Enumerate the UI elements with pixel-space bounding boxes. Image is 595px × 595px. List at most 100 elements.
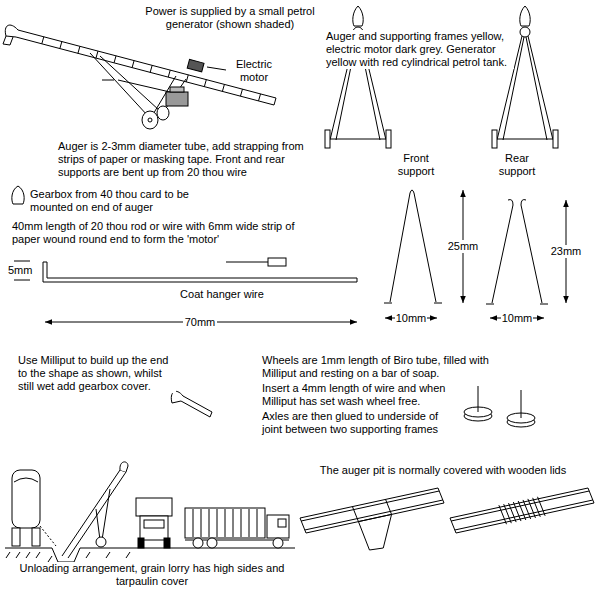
unloading-scene xyxy=(40,526,56,546)
coat-hanger-wire xyxy=(43,262,357,282)
side-plank xyxy=(201,509,202,537)
side-plank xyxy=(209,509,210,537)
auger-end-view xyxy=(325,6,391,148)
unloading-scene xyxy=(5,548,295,562)
rail-end xyxy=(300,518,306,533)
unloading-scene xyxy=(14,478,38,482)
motor-rod xyxy=(226,262,268,263)
wheel-drawing xyxy=(478,386,479,412)
strapping xyxy=(96,51,98,58)
front-support xyxy=(384,190,442,303)
side-plank xyxy=(225,509,226,537)
dimension-label: 25mm xyxy=(447,240,479,253)
note-text: Auger is 2-3mm diameter tube, add strapp… xyxy=(58,140,322,179)
side-plank xyxy=(257,509,258,537)
dimension-label: 10mm xyxy=(501,312,533,325)
auger-side-view xyxy=(90,53,186,116)
electric-motor xyxy=(187,59,204,72)
part-label: Electric motor xyxy=(226,58,282,84)
pit-trough xyxy=(352,499,391,550)
strapping xyxy=(204,80,206,87)
milliput-end-icon xyxy=(171,391,212,417)
rail-end xyxy=(438,488,444,503)
unloading-scene xyxy=(138,538,144,548)
pit-edge xyxy=(358,514,391,521)
ground-line xyxy=(102,80,114,81)
gearbox-end xyxy=(520,6,530,26)
auger-end-view xyxy=(325,6,558,148)
strapping xyxy=(60,42,62,49)
axle xyxy=(331,139,385,140)
auger-side-view xyxy=(148,118,152,122)
leader-line xyxy=(207,67,226,70)
strapping xyxy=(78,46,80,53)
dimension-label: 70mm xyxy=(183,316,217,329)
pit-rail xyxy=(455,500,593,530)
side-plank xyxy=(241,509,242,537)
strapping xyxy=(42,37,44,44)
note-text: Use Milliput to build up the end to the … xyxy=(18,354,176,393)
rail-end xyxy=(450,518,456,533)
strapping xyxy=(240,89,242,96)
grain-lorry-rear xyxy=(12,470,40,528)
note-text: 40mm length of 20 thou rod or wire with … xyxy=(12,220,307,246)
milliput-end-icon xyxy=(171,391,183,403)
side-plank xyxy=(193,509,194,537)
auger-side-view xyxy=(157,106,169,120)
unloading-scene xyxy=(140,516,168,540)
unloading-scene xyxy=(5,462,295,562)
pit-rail xyxy=(306,503,444,533)
gearbox-icon xyxy=(12,186,24,204)
rail-end xyxy=(588,488,594,503)
pit-rail xyxy=(305,500,443,530)
note-text: Wheels are 1mm length of Biro tube, fill… xyxy=(262,354,524,380)
petrol-tank xyxy=(170,87,184,92)
wooden-lid xyxy=(538,497,546,516)
strapping xyxy=(186,75,188,82)
side-plank xyxy=(249,509,250,537)
strapping xyxy=(222,84,224,91)
lorry-side xyxy=(185,508,265,538)
note-text: Insert a 4mm length of wire and when Mil… xyxy=(262,382,454,408)
wheel xyxy=(325,130,330,148)
wheel-drawing xyxy=(464,386,535,427)
caption-text: The auger pit is normally covered with w… xyxy=(295,464,591,477)
note-text: Gearbox from 40 thou card to be mounted … xyxy=(30,188,210,214)
unloading-scene xyxy=(96,537,106,547)
wheel xyxy=(142,111,158,129)
note-text: Power is supplied by a small petrol gene… xyxy=(135,5,325,31)
unloading-scene xyxy=(120,462,128,472)
strapping xyxy=(132,61,134,68)
auger-end-view xyxy=(492,6,558,148)
motor-rod xyxy=(268,258,286,266)
axle xyxy=(498,139,552,140)
auger-pit-drawing xyxy=(300,488,594,550)
side-plank xyxy=(233,509,234,537)
unloading-scene xyxy=(207,538,217,548)
motor-rod xyxy=(226,258,286,266)
note-text: Axles are then glued to underside of joi… xyxy=(262,410,458,436)
caption-text: Unloading arrangement, grain lorry has h… xyxy=(17,562,287,588)
part-label: Rear support xyxy=(489,152,545,178)
unloading-scene xyxy=(267,515,289,538)
unloading-scene xyxy=(273,538,283,548)
unloading-scene xyxy=(164,538,170,548)
illustration xyxy=(3,6,594,562)
unloading-scene xyxy=(193,538,203,548)
frame-leg xyxy=(528,36,553,140)
pit-rail xyxy=(300,488,438,518)
tube-end xyxy=(520,27,530,37)
strapping xyxy=(259,94,261,101)
wheel xyxy=(492,130,497,148)
unloading-scene xyxy=(12,528,20,546)
pit-rail xyxy=(301,491,439,521)
covered-pit xyxy=(450,488,594,533)
wheel xyxy=(553,130,558,148)
wheel-drawing xyxy=(521,390,522,418)
auger-side-view xyxy=(5,25,18,37)
unloading-scene xyxy=(6,552,130,562)
note-text: Auger and supporting frames yellow, elec… xyxy=(326,30,514,69)
